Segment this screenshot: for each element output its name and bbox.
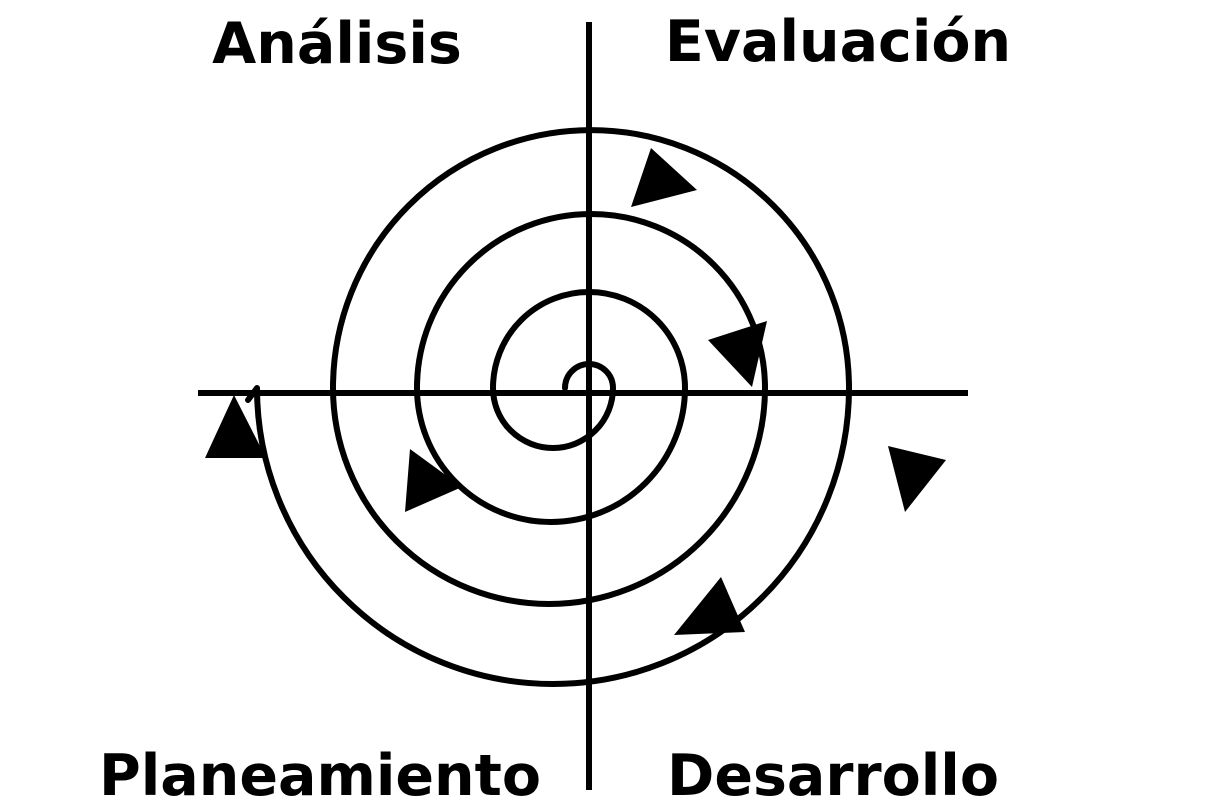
spiral-curve — [245, 127, 852, 687]
quadrant-label-analysis: Análisis — [212, 11, 462, 77]
arrow-head-outer-right — [888, 446, 946, 512]
quadrant-label-development: Desarrollo — [667, 743, 999, 809]
arrow-head-bottom-right — [674, 577, 745, 635]
arrow-head-inner-right — [708, 321, 767, 387]
arrow-head-outer-left — [205, 395, 266, 458]
quadrant-label-planning: Planeamiento — [99, 743, 541, 809]
arrow-head-inner-left — [405, 449, 462, 512]
arrow-head-evaluation-top — [631, 148, 697, 207]
quadrant-label-evaluation: Evaluación — [665, 9, 1011, 75]
